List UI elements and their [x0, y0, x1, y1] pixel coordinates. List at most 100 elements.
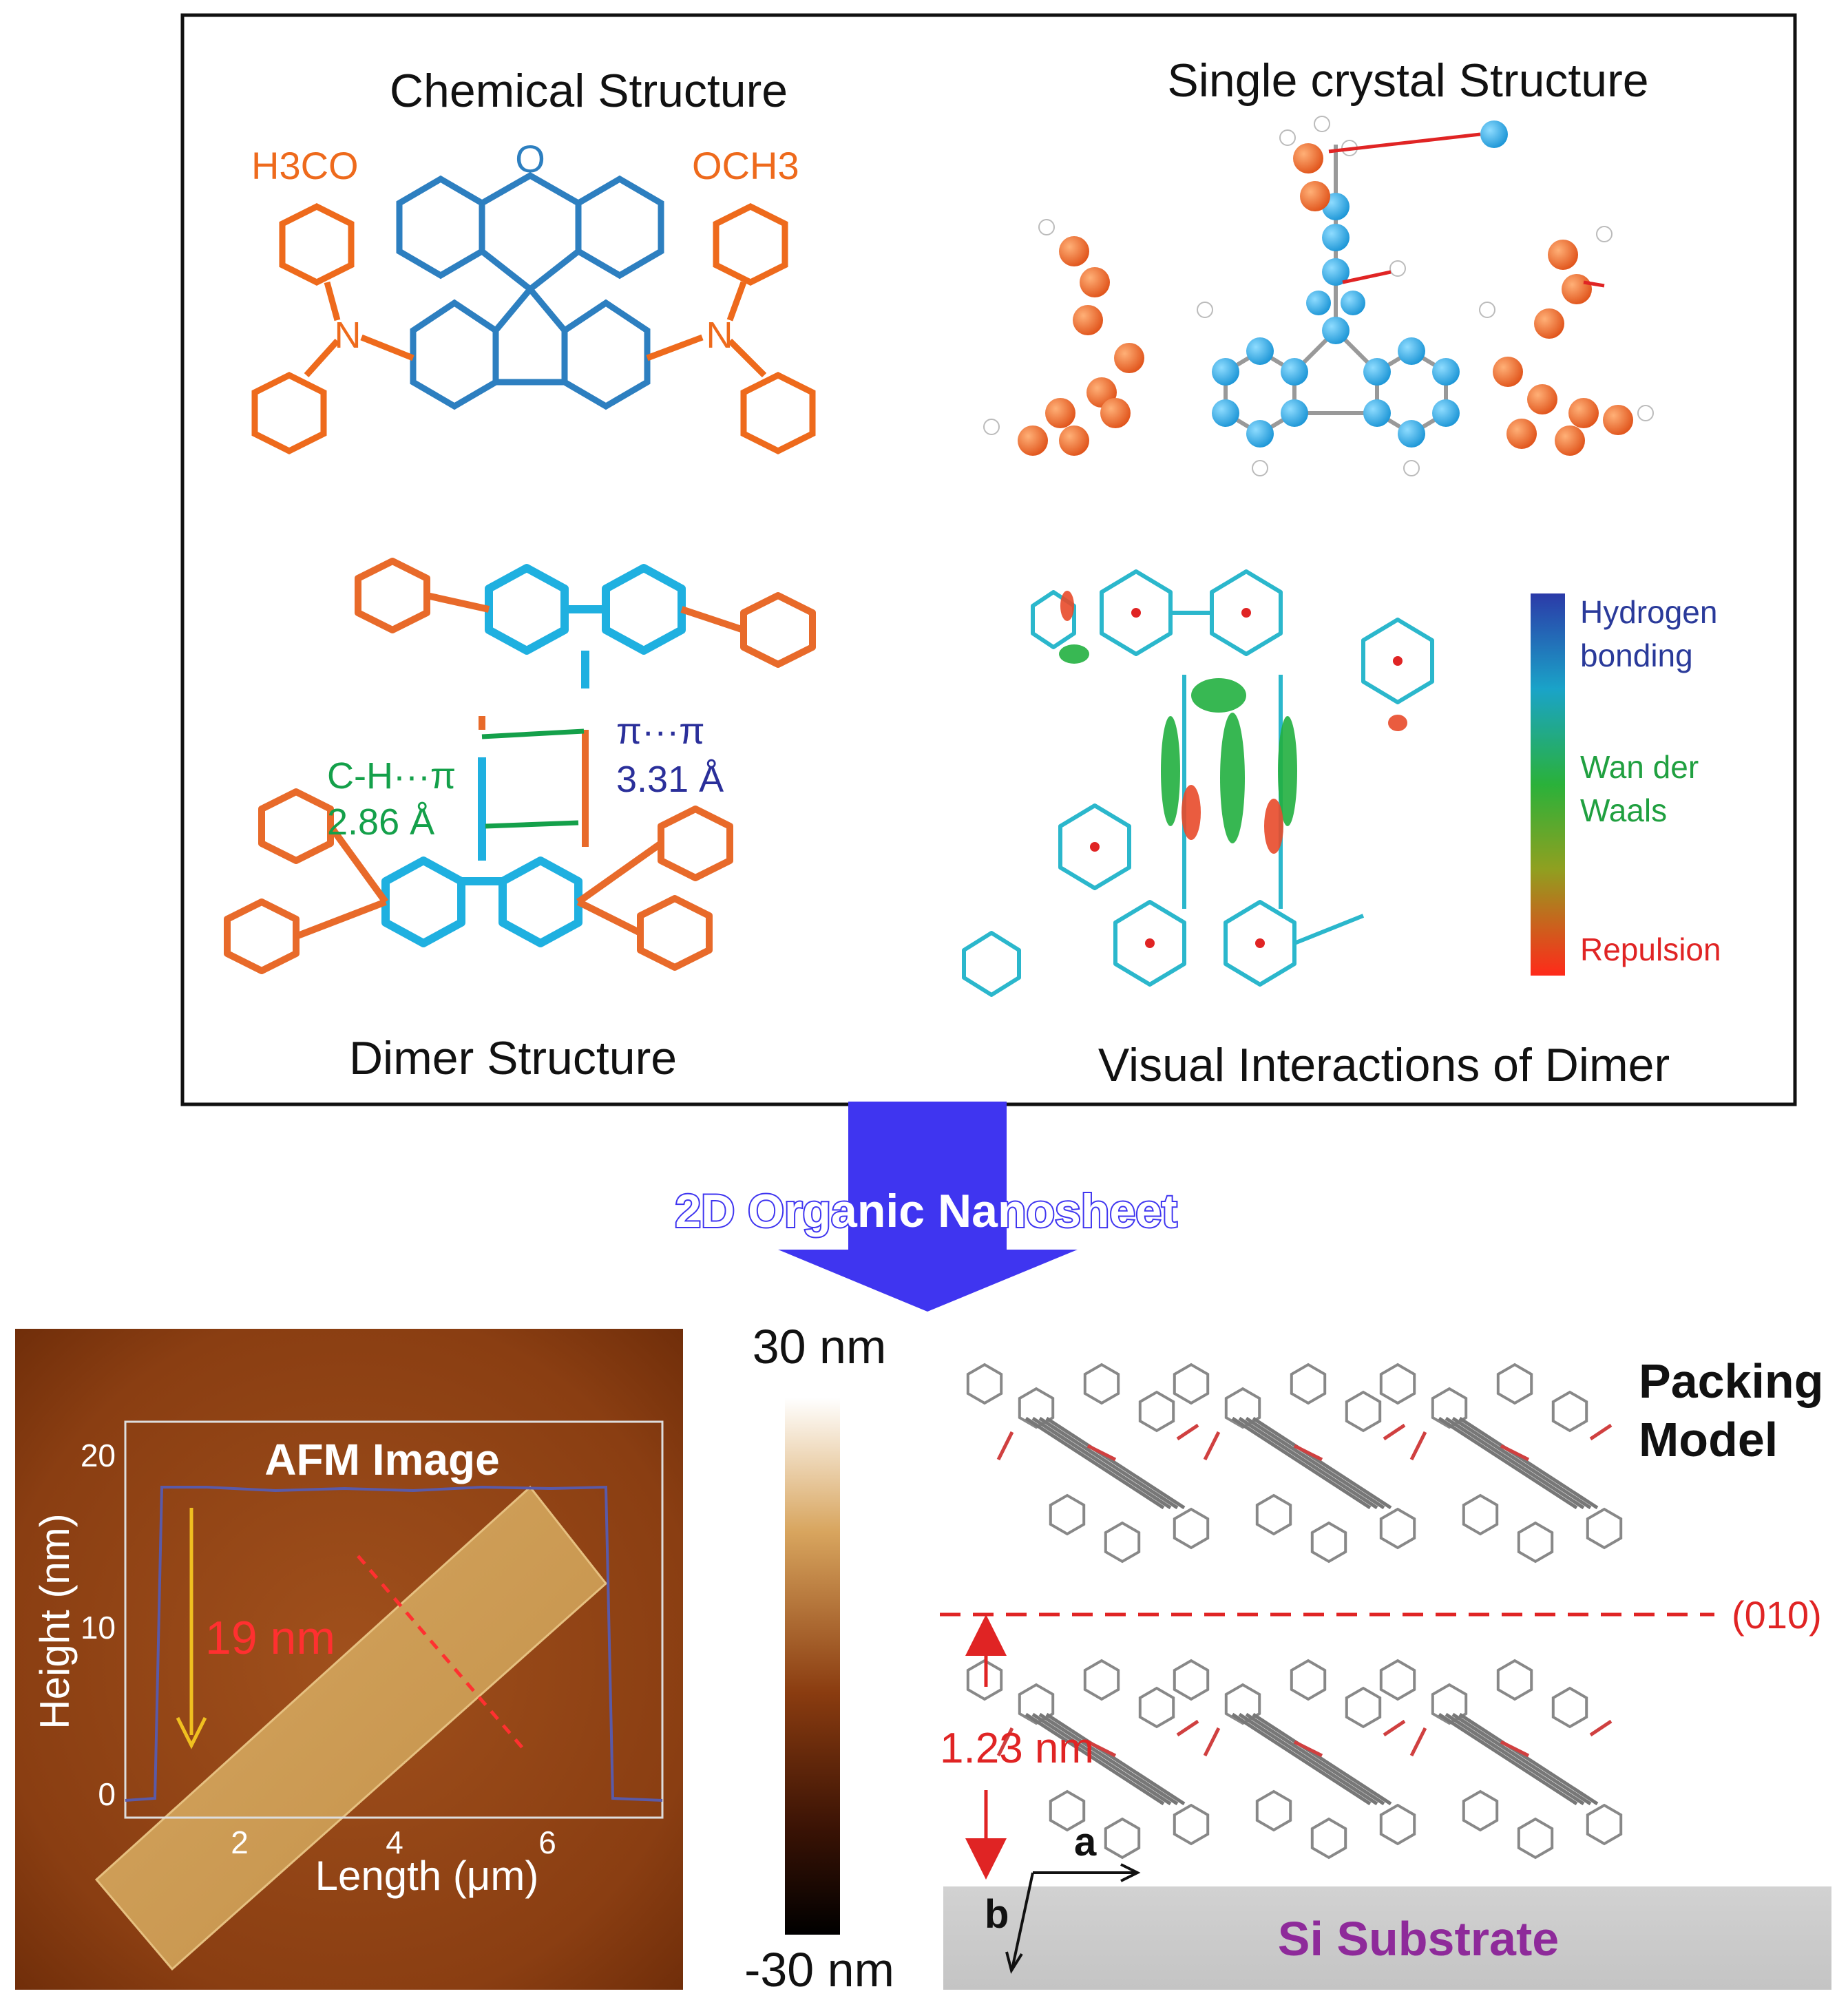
legend-repulsion: Repulsion: [1580, 932, 1721, 967]
height-profile-line: [125, 1485, 663, 1802]
ytick-20: 20: [81, 1438, 116, 1473]
lattice-ring: [1173, 1363, 1210, 1405]
lattice-bond: [1203, 1431, 1221, 1461]
packing-title-1: Packing: [1639, 1354, 1823, 1408]
lattice-ring: [1379, 1363, 1416, 1405]
lattice-bond: [1458, 1712, 1599, 1806]
height-label: 19 nm: [205, 1612, 335, 1664]
lattice-bond: [1383, 1423, 1406, 1441]
packing-title-2: Model: [1639, 1413, 1778, 1466]
lattice-ring: [1083, 1659, 1120, 1701]
legend-vdw-2: Waals: [1580, 792, 1667, 828]
chemical-structure-title: Chemical Structure: [390, 65, 788, 117]
lattice-bond: [1409, 1431, 1427, 1461]
lattice-ring: [1104, 1817, 1141, 1860]
pi-pi-distance: 3.31 Å: [616, 759, 724, 800]
lattice-bond: [1252, 1712, 1392, 1806]
axis-b-label: b: [985, 1892, 1009, 1937]
single-crystal-structure: Single crystal Structure: [983, 54, 1654, 476]
lattice-bond: [1025, 1712, 1165, 1806]
amine-n-right: N: [706, 315, 733, 356]
crystal-hydrogens: [983, 116, 1654, 476]
lattice-ring: [1224, 1683, 1261, 1725]
lattice-ring: [1462, 1789, 1499, 1832]
packing-model: (010) 1.23 nm Packing Model Si Substrate…: [940, 1354, 1831, 1990]
lattice-ring: [1173, 1659, 1210, 1701]
lattice-ring: [1551, 1686, 1588, 1729]
ch-pi-label: C-H···π: [327, 755, 456, 797]
lattice-ring: [1138, 1390, 1175, 1433]
legend-vdw-1: Wan der: [1580, 749, 1699, 785]
lattice-bond: [1031, 1712, 1172, 1806]
lattice-ring: [966, 1363, 1003, 1405]
lattice-bond: [1458, 1416, 1599, 1510]
substrate-label: Si Substrate: [1278, 1912, 1559, 1966]
axis-a-label: a: [1074, 1820, 1097, 1864]
phenyl-ring-2: [251, 371, 327, 455]
crystal-side-atoms: [1018, 143, 1633, 456]
ytick-0: 0: [98, 1776, 116, 1812]
lattice-ring: [1138, 1686, 1175, 1729]
lattice-ring: [1224, 1387, 1261, 1429]
phenyl-ring-1: [279, 202, 355, 286]
lattice-ring: [1345, 1686, 1382, 1729]
lattice-ring: [1431, 1683, 1468, 1725]
lattice-ring: [1431, 1387, 1468, 1429]
lattice-ring: [1049, 1789, 1086, 1832]
lattice-ring: [1379, 1507, 1416, 1550]
lattice-bond: [1445, 1416, 1585, 1510]
ytick-10: 10: [81, 1610, 116, 1645]
lattice-bond: [1038, 1416, 1179, 1510]
lattice-bond: [1176, 1719, 1199, 1737]
process-arrow: 2D Organic Nanosheet: [673, 1102, 1179, 1312]
lattice-bond: [1038, 1712, 1179, 1806]
afm-panel: AFM Image 19 nm 0 10 20 2 4 6 Length (μm…: [15, 1329, 683, 1990]
lattice-bond: [1383, 1719, 1406, 1737]
single-crystal-title: Single crystal Structure: [1167, 54, 1648, 107]
si-substrate: [943, 1886, 1831, 1990]
afm-title: AFM Image: [264, 1435, 499, 1484]
lattice-ring: [1379, 1803, 1416, 1846]
lattice-bond: [996, 1727, 1014, 1757]
lattice-bond: [1293, 1740, 1323, 1758]
lattice-ring: [1290, 1659, 1327, 1701]
phenyl-ring-3: [713, 202, 788, 286]
lattice-bond: [1500, 1444, 1530, 1462]
afm-plot-frame: [124, 1420, 664, 1819]
lattice-ring: [1310, 1817, 1347, 1860]
lattice-bond: [1025, 1416, 1165, 1510]
interactions-panel: Hydrogen bonding Wan der Waals Repulsion…: [962, 569, 1721, 1091]
top-panel-frame: [180, 13, 1797, 1106]
lattice-ring: [1462, 1493, 1499, 1536]
lattice-ring: [1173, 1803, 1210, 1846]
colorbar-top-label: 30 nm: [753, 1320, 887, 1374]
arrow-label: 2D Organic Nanosheet: [675, 1185, 1177, 1237]
spacing-label: 1.23 nm: [940, 1725, 1094, 1772]
lattice-bond: [1245, 1712, 1385, 1806]
lattice-bond: [1438, 1416, 1578, 1510]
lattice-bond: [1231, 1416, 1372, 1510]
colorbar-bottom-label: -30 nm: [744, 1943, 894, 1997]
amine-n-left: N: [335, 315, 361, 356]
lattice-ring: [1517, 1521, 1554, 1564]
lattice-ring: [1018, 1387, 1055, 1429]
lattice-ring: [1586, 1803, 1623, 1846]
lattice-bond: [1293, 1444, 1323, 1462]
lattice-bond: [1252, 1416, 1392, 1510]
lattice-bond: [1238, 1712, 1378, 1806]
legend-hbond-2: bonding: [1580, 638, 1693, 673]
pi-pi-label: π···π: [616, 711, 704, 752]
lattice-ring: [1586, 1507, 1623, 1550]
plane-010-label: (010): [1732, 1593, 1822, 1637]
lattice-ring: [1517, 1817, 1554, 1860]
methoxy-left: H3CO: [251, 144, 359, 187]
lattice-ring: [1496, 1363, 1533, 1405]
lattice-bond: [1086, 1444, 1117, 1462]
lattice-ring: [1018, 1683, 1055, 1725]
xanthene-bridge: [480, 171, 580, 206]
lattice-bond: [1238, 1416, 1378, 1510]
xtick-2: 2: [231, 1825, 249, 1860]
lattice-ring: [1290, 1363, 1327, 1405]
lattice-ring: [1310, 1521, 1347, 1564]
lattice-bond: [1031, 1416, 1172, 1510]
